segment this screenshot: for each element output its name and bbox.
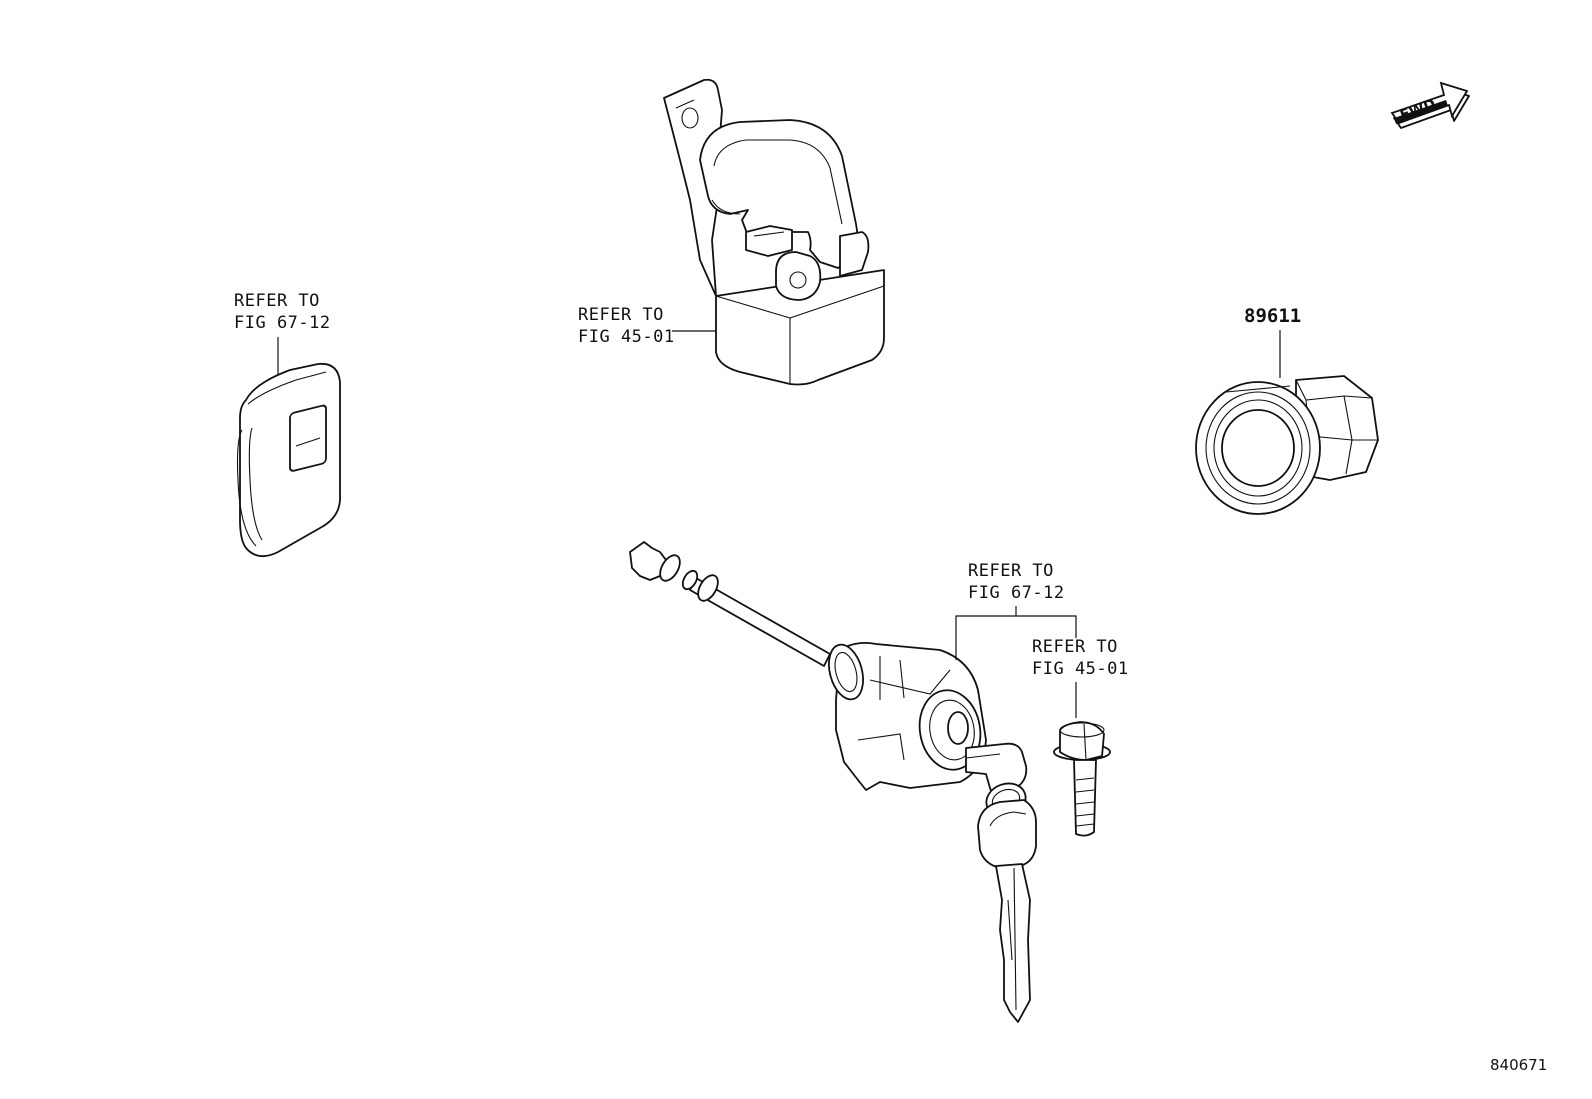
push-start-switch: 89611 (1195, 305, 1379, 515)
key-fob-callout-line2: FIG 67-12 (234, 313, 331, 333)
key-fob: REFER TO FIG 67-12 (234, 291, 341, 558)
ignition-callout-line1: REFER TO (578, 305, 664, 325)
key-fob-callout-line1: REFER TO (234, 291, 320, 311)
lock-cylinder-callout-line1: REFER TO (968, 561, 1054, 581)
lock-cylinder-callout-line2: FIG 67-12 (968, 583, 1065, 603)
ignition-callout-line2: FIG 45-01 (578, 327, 675, 347)
keys (965, 742, 1037, 1023)
fwd-arrow-icon: FWD (1390, 81, 1470, 129)
bolt: REFER TO FIG 45-01 (1032, 637, 1129, 837)
bolt-callout-line1: REFER TO (1032, 637, 1118, 657)
bolt-callout-line2: FIG 45-01 (1032, 659, 1129, 679)
diagram-code: 840671 (1490, 1056, 1547, 1074)
lock-cylinder-assembly: REFER TO FIG 67-12 (629, 541, 1077, 791)
ignition-switch-housing: REFER TO FIG 45-01 (578, 78, 885, 386)
part-number-label: 89611 (1244, 305, 1301, 327)
